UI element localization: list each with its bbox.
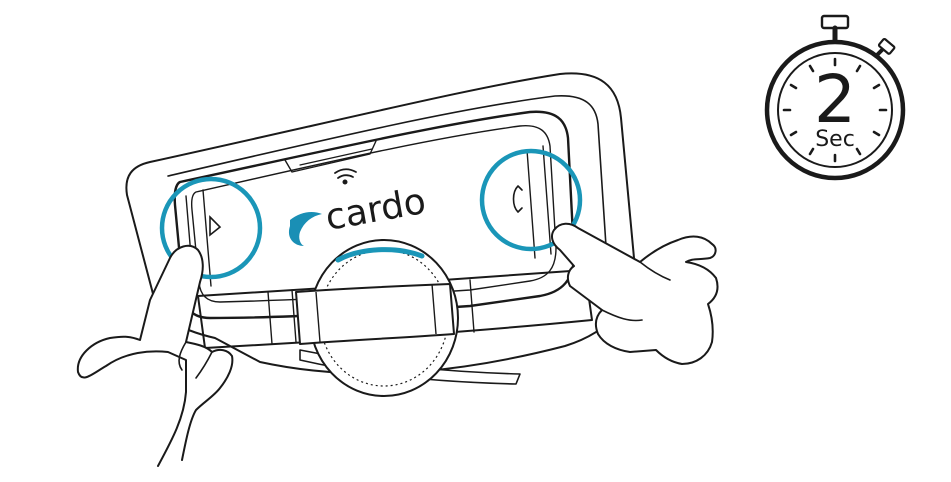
device-strap-front-edge: [315, 283, 437, 343]
device-bezel: [167, 95, 607, 247]
left-hand: [76, 244, 234, 467]
wifi-signal-icon: [334, 168, 357, 185]
device-strap-front: [295, 283, 455, 345]
left-button: [209, 215, 222, 237]
right-hand-finger-line: [601, 261, 671, 322]
stopwatch-outer-ring: [764, 39, 906, 181]
left-button-highlight: [159, 176, 263, 280]
dial-arc-highlight: [335, 247, 425, 263]
timer-value: 2: [814, 61, 856, 138]
device-strap-line-1: [267, 291, 273, 345]
device-face-panel: [190, 125, 557, 303]
left-hand-finger-line: [178, 341, 213, 379]
right-hand: [551, 222, 719, 365]
stopwatch-face: [777, 52, 893, 168]
triangle-play-icon: [209, 215, 222, 237]
device-top-groove-inner: [299, 148, 373, 166]
device-strap-line-2: [291, 289, 297, 343]
device-top-groove: [284, 140, 377, 173]
brand-wordmark: cardo: [322, 181, 428, 239]
right-button-highlight: [479, 148, 583, 252]
phone-handset-icon: [512, 185, 523, 213]
cardo-swoosh-logo-icon: [288, 212, 322, 246]
right-button: [512, 185, 523, 213]
device-strap-line-4: [469, 279, 475, 333]
timer-unit: Sec: [815, 127, 855, 152]
stopwatch-icon: [764, 14, 906, 181]
device-right-rail: [526, 145, 552, 259]
brand-logo: cardo: [288, 181, 429, 246]
stopwatch-ticks: [782, 57, 888, 163]
